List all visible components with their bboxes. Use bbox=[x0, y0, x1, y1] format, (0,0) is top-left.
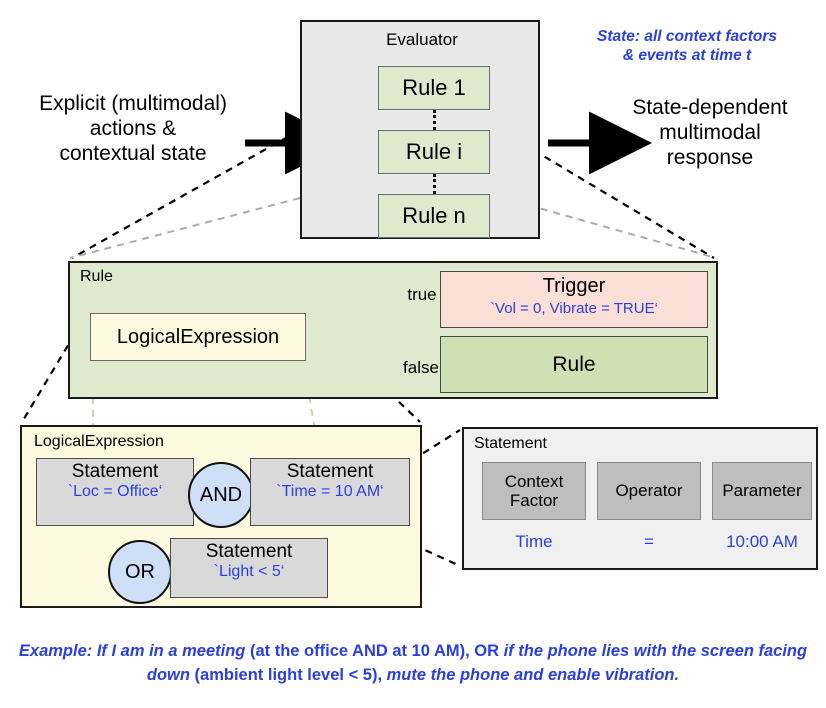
input-label: Explicit (multimodal) actions & contextu… bbox=[39, 92, 227, 165]
zoom-line-rulen-right bbox=[502, 197, 717, 259]
logical-expression-panel: LogicalExpression Statement `Loc = Offic… bbox=[20, 425, 422, 608]
statement-box-light[interactable]: Statement `Light < 5‘ bbox=[170, 538, 328, 598]
evaluator-rule-i[interactable]: Rule i bbox=[378, 130, 490, 174]
trigger-value: `Vol = 0, Vibrate = TRUE‘ bbox=[490, 299, 658, 317]
example-caption: Example: If I am in a meeting (at the of… bbox=[18, 640, 808, 688]
evaluator-title: Evaluator bbox=[386, 30, 458, 49]
statement-box-location[interactable]: Statement `Loc = Office‘ bbox=[36, 458, 194, 526]
logical-expression-panel-title: LogicalExpression bbox=[34, 433, 164, 450]
rule-panel-title: Rule bbox=[80, 268, 113, 285]
zoom-line-rule-left bbox=[71, 129, 301, 259]
trigger-box[interactable]: Trigger `Vol = 0, Vibrate = TRUE‘ bbox=[440, 271, 708, 328]
rule-connector-top bbox=[433, 110, 436, 130]
statement-title: Statement bbox=[286, 461, 374, 482]
zoom-line-rulen-left bbox=[69, 197, 301, 259]
state-note: State: all context factors & events at t… bbox=[596, 28, 778, 64]
statement-title: Statement bbox=[205, 541, 293, 562]
value-operator: = bbox=[644, 532, 654, 551]
logical-expression-box[interactable]: LogicalExpression bbox=[90, 313, 306, 361]
rule-connector-bottom bbox=[433, 174, 436, 194]
statement-value: `Time = 10 AM‘ bbox=[276, 483, 384, 501]
edge-label-false: false bbox=[403, 358, 439, 377]
caption-italic-3: mute the phone and enable vibration. bbox=[386, 665, 680, 684]
slot-parameter[interactable]: Parameter bbox=[712, 462, 812, 520]
slot-operator[interactable]: Operator bbox=[597, 462, 701, 520]
statement-panel-title: Statement bbox=[474, 435, 547, 452]
evaluator-rule-1[interactable]: Rule 1 bbox=[378, 66, 490, 110]
slot-context-factor[interactable]: Context Factor bbox=[482, 462, 586, 520]
zoom-line-logexp-left bbox=[21, 311, 89, 423]
statement-panel: Statement Context Factor Operator Parame… bbox=[462, 427, 818, 570]
operator-and[interactable]: AND bbox=[188, 462, 254, 528]
statement-value: `Light < 5‘ bbox=[213, 563, 285, 581]
operator-or[interactable]: OR bbox=[108, 540, 172, 604]
evaluator-panel: Evaluator Rule 1 Rule i Rule n bbox=[300, 20, 540, 239]
caption-lead: Example: If I am in a meeting bbox=[18, 642, 250, 660]
caption-paren-2: (ambient light level < 5), bbox=[194, 665, 387, 684]
value-context-factor: Time bbox=[515, 532, 553, 551]
output-label: State-dependent multimodal response bbox=[632, 96, 788, 169]
statement-box-time[interactable]: Statement `Time = 10 AM‘ bbox=[250, 458, 410, 526]
value-parameter: 10:00 AM bbox=[726, 532, 798, 551]
caption-italic-2: if the phone lies with the screen facing… bbox=[146, 642, 808, 684]
statement-value: `Loc = Office‘ bbox=[67, 483, 163, 501]
caption-paren-1: (at the office AND at 10 AM), OR bbox=[249, 642, 504, 660]
statement-title: Statement bbox=[71, 461, 159, 482]
rule-panel: Rule LogicalExpression true false Trigge… bbox=[68, 261, 718, 399]
trigger-title: Trigger bbox=[542, 275, 606, 297]
evaluator-rule-n[interactable]: Rule n bbox=[378, 194, 490, 238]
nested-rule-box[interactable]: Rule bbox=[440, 336, 708, 393]
edge-label-true: true bbox=[407, 285, 437, 304]
